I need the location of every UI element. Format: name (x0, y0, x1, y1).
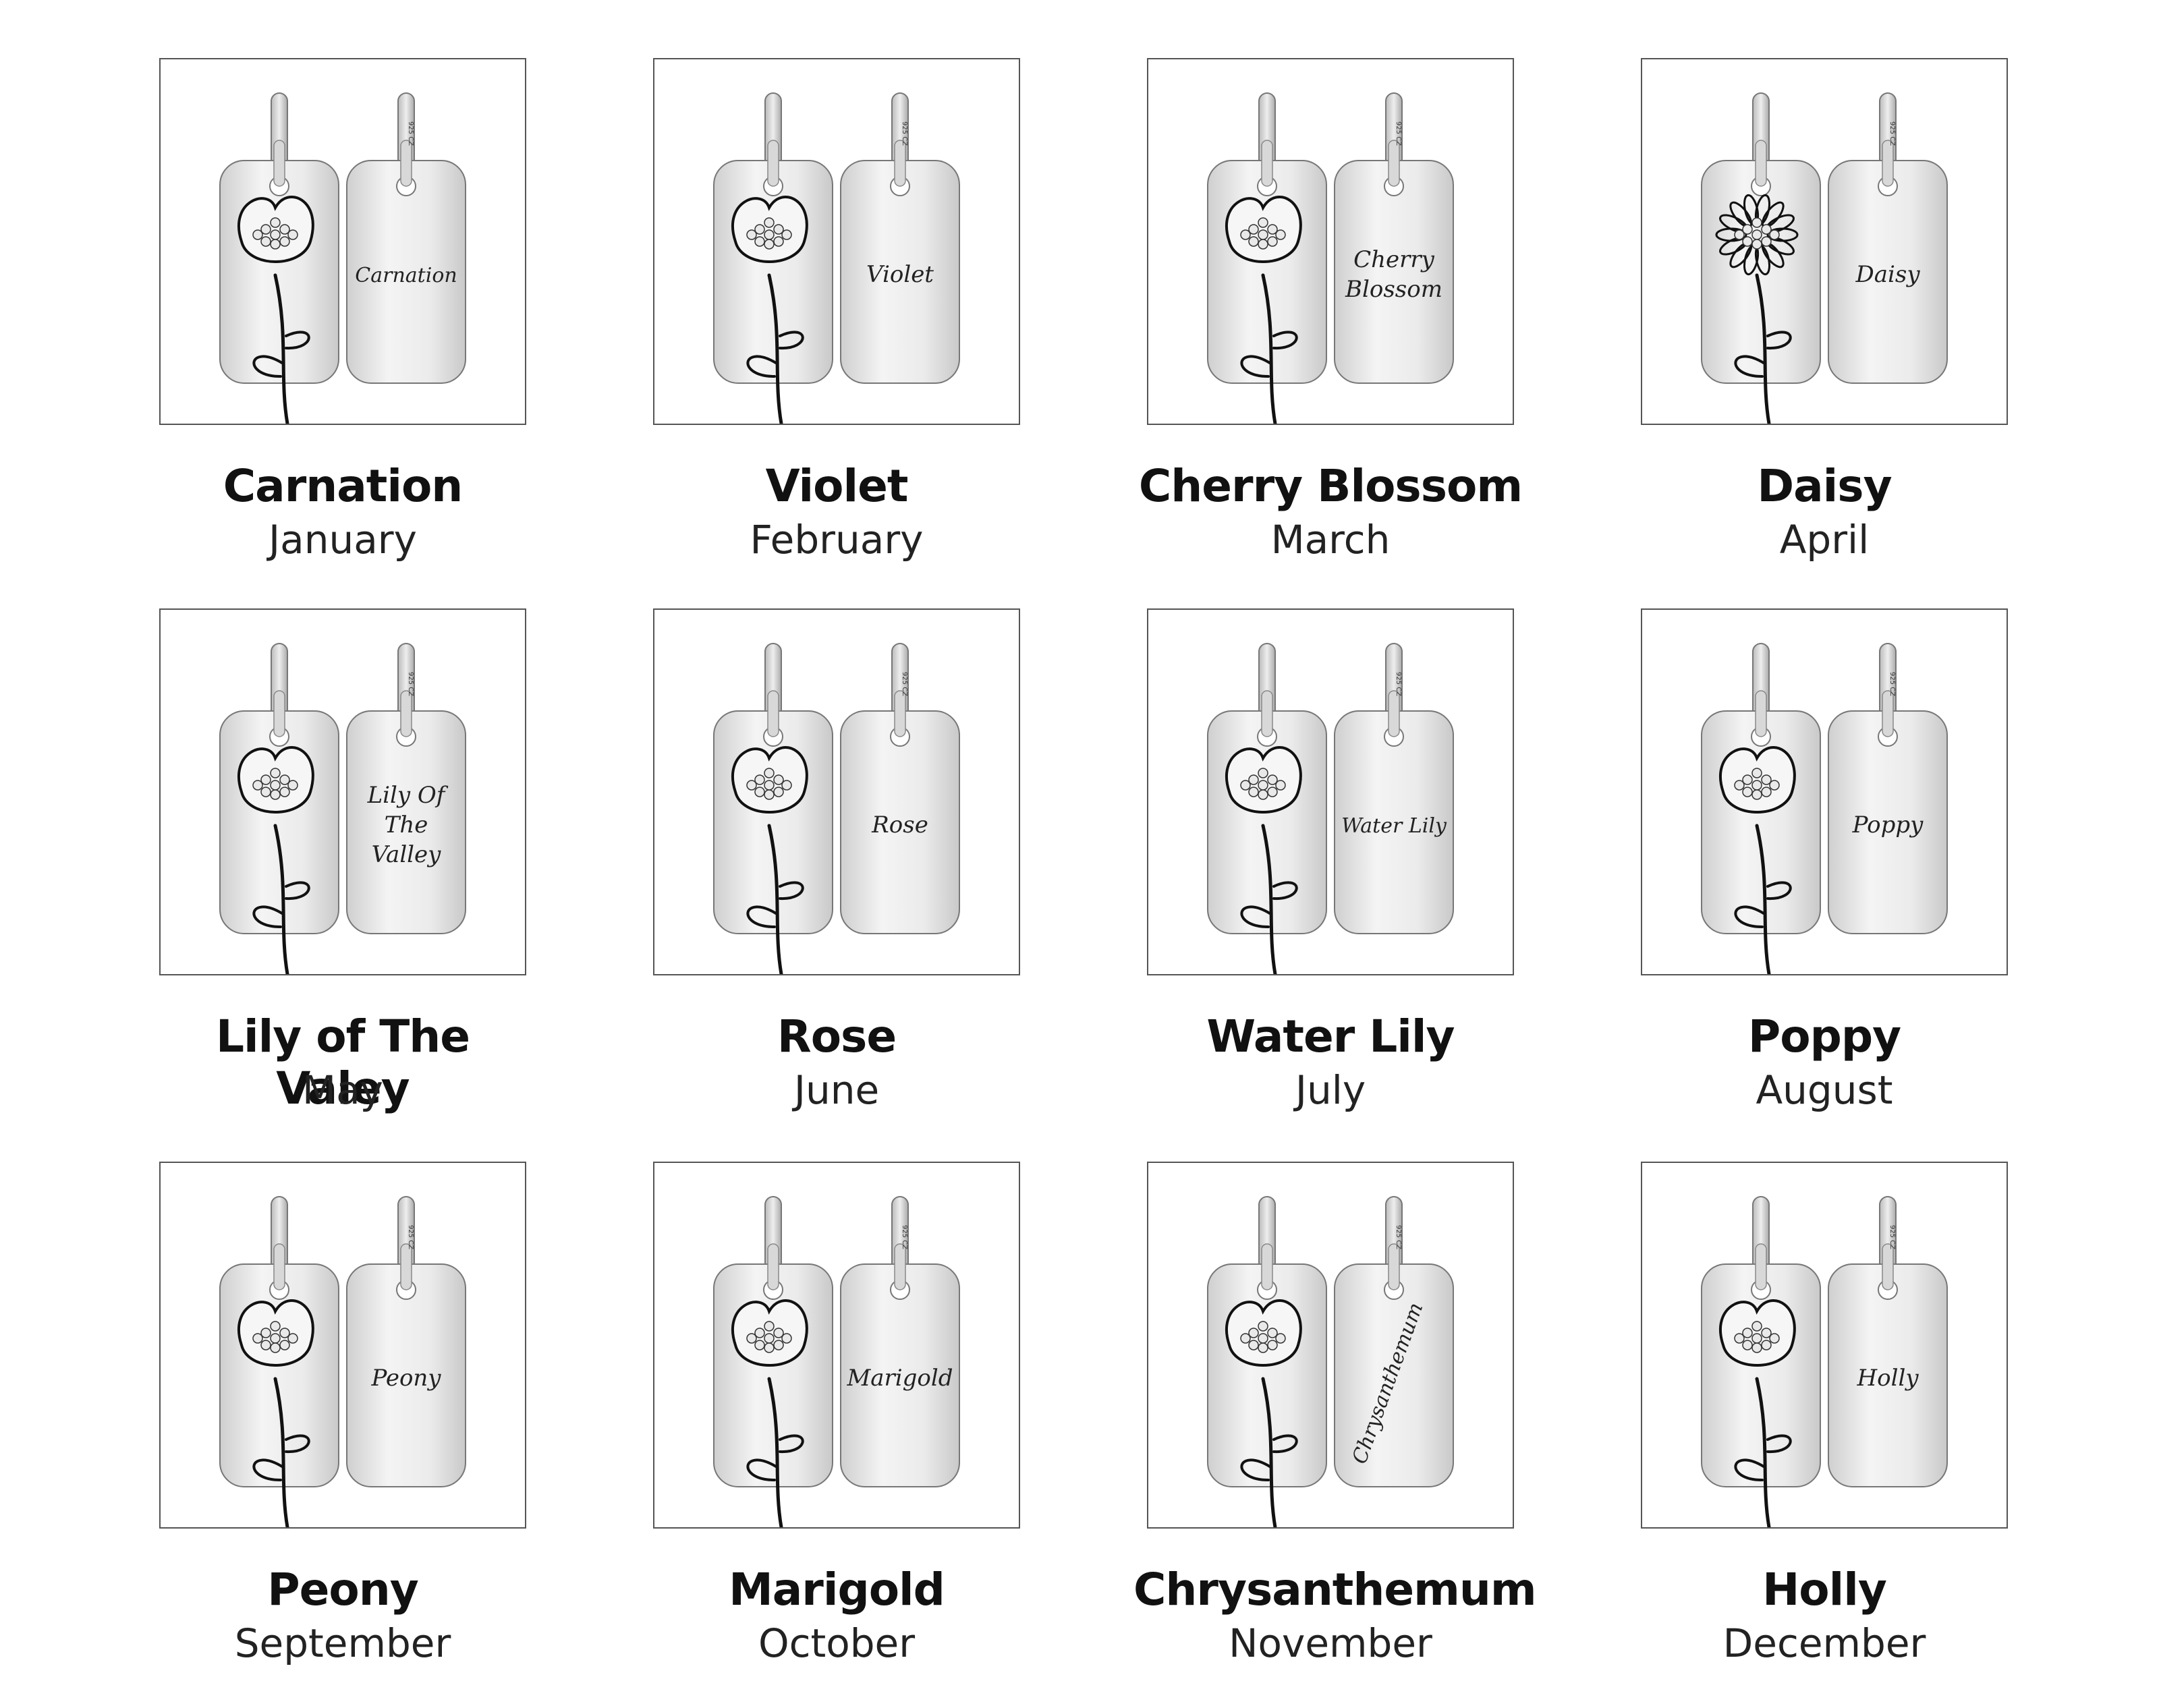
pendant-image-frame: 925 CZ Marigold (653, 1162, 1020, 1529)
metal-stamp: 925 CZ (901, 1225, 908, 1249)
chrysanthemum-icon (1225, 1299, 1302, 1527)
pendant-illustration: 925 CZ Poppy (1701, 643, 1948, 974)
engraved-name: Marigold (846, 1365, 953, 1392)
flower-name: Chrysanthemum (1133, 1564, 1537, 1616)
pendant-illustration: 925 CZ Peony (219, 1196, 466, 1527)
pendant-illustration: 925 CZ Violet (713, 92, 960, 424)
birth-month: February (750, 517, 924, 563)
engraved-name: The (385, 812, 428, 838)
birth-month: October (758, 1620, 916, 1666)
engraved-name: Daisy (1855, 261, 1920, 288)
birth-month: August (1756, 1067, 1893, 1113)
flower-name: Carnation (223, 460, 464, 512)
engraved-name: Blossom (1345, 276, 1442, 303)
pendant-illustration: 925 CZ Carnation (219, 92, 466, 424)
pendant-image-frame: 925 CZ Rose (653, 608, 1020, 975)
flower-name: Water Lily (1206, 1010, 1455, 1062)
birth-month: January (269, 517, 417, 563)
metal-stamp: 925 CZ (901, 121, 908, 146)
metal-stamp: 925 CZ (1395, 672, 1402, 696)
engraved-name: Peony (370, 1365, 441, 1392)
flower-name: Rose (777, 1010, 897, 1062)
pendant-image-frame: 925 CZ Violet (653, 58, 1020, 425)
poppy-icon (1718, 746, 1796, 974)
engraved-name: Rose (871, 812, 928, 838)
pendant-image-frame: 925 CZ Peony (159, 1162, 526, 1529)
birth-month: July (1295, 1067, 1366, 1113)
engraved-name: Poppy (1852, 812, 1924, 838)
peony-icon (237, 1299, 314, 1527)
metal-stamp: 925 CZ (1888, 121, 1896, 146)
pendant-illustration: 925 CZ Rose (713, 643, 960, 974)
engraved-name: Cherry (1353, 246, 1435, 273)
flower-name: Cherry Blossom (1138, 460, 1523, 512)
birth-month: September (234, 1620, 451, 1666)
engraved-name: Carnation (355, 264, 457, 287)
metal-stamp: 925 CZ (407, 672, 414, 696)
marigold-icon (731, 1299, 808, 1527)
water-lily-icon (1225, 746, 1302, 974)
engraved-name: Valley (372, 841, 442, 868)
violet-icon (731, 196, 808, 424)
birth-month: December (1722, 1620, 1926, 1666)
daisy-icon (1715, 194, 1799, 424)
flower-name: Marigold (729, 1564, 945, 1616)
birth-month: March (1270, 517, 1391, 563)
birth-month: May (302, 1067, 383, 1113)
metal-stamp: 925 CZ (1888, 1225, 1896, 1249)
holly-icon (1718, 1299, 1796, 1527)
metal-stamp: 925 CZ (1888, 672, 1896, 696)
engraved-name: Water Lily (1341, 814, 1447, 838)
metal-stamp: 925 CZ (407, 1225, 414, 1249)
pendant-image-frame: 925 CZ Daisy (1641, 58, 2008, 425)
metal-stamp: 925 CZ (1395, 1225, 1402, 1249)
pendant-image-frame: 925 CZ Carnation (159, 58, 526, 425)
engraved-name: Lily Of (367, 782, 449, 809)
engraved-name: Holly (1856, 1365, 1919, 1392)
cherry-blossom-icon (1225, 196, 1302, 424)
pendant-illustration: 925 CZ Holly (1701, 1196, 1948, 1527)
pendant-illustration: 925 CZ Daisy (1701, 92, 1948, 424)
rose-icon (731, 746, 808, 974)
flower-name: Daisy (1757, 460, 1892, 512)
pendant-illustration: 925 CZ Marigold (713, 1196, 960, 1527)
lily-of-the-valley-icon (237, 746, 314, 974)
flower-name: Holly (1762, 1564, 1887, 1616)
metal-stamp: 925 CZ (1395, 121, 1402, 146)
pendant-image-frame: 925 CZ Holly (1641, 1162, 2008, 1529)
metal-stamp: 925 CZ (901, 672, 908, 696)
flower-name: Poppy (1747, 1010, 1901, 1062)
birth-month: November (1229, 1620, 1432, 1666)
pendant-illustration: 925 CZ Water Lily (1207, 643, 1454, 974)
birth-month: June (793, 1067, 880, 1113)
flower-name: Peony (267, 1564, 419, 1616)
pendant-image-frame: 925 CZ Water Lily (1147, 608, 1514, 975)
carnation-icon (237, 196, 314, 424)
birth-month: April (1779, 517, 1870, 563)
flower-name: Violet (765, 460, 909, 512)
engraved-name: Violet (866, 261, 934, 288)
metal-stamp: 925 CZ (407, 121, 414, 146)
flower-name: Lily of The Valey (215, 1010, 470, 1114)
pendant-image-frame: 925 CZ Poppy (1641, 608, 2008, 975)
